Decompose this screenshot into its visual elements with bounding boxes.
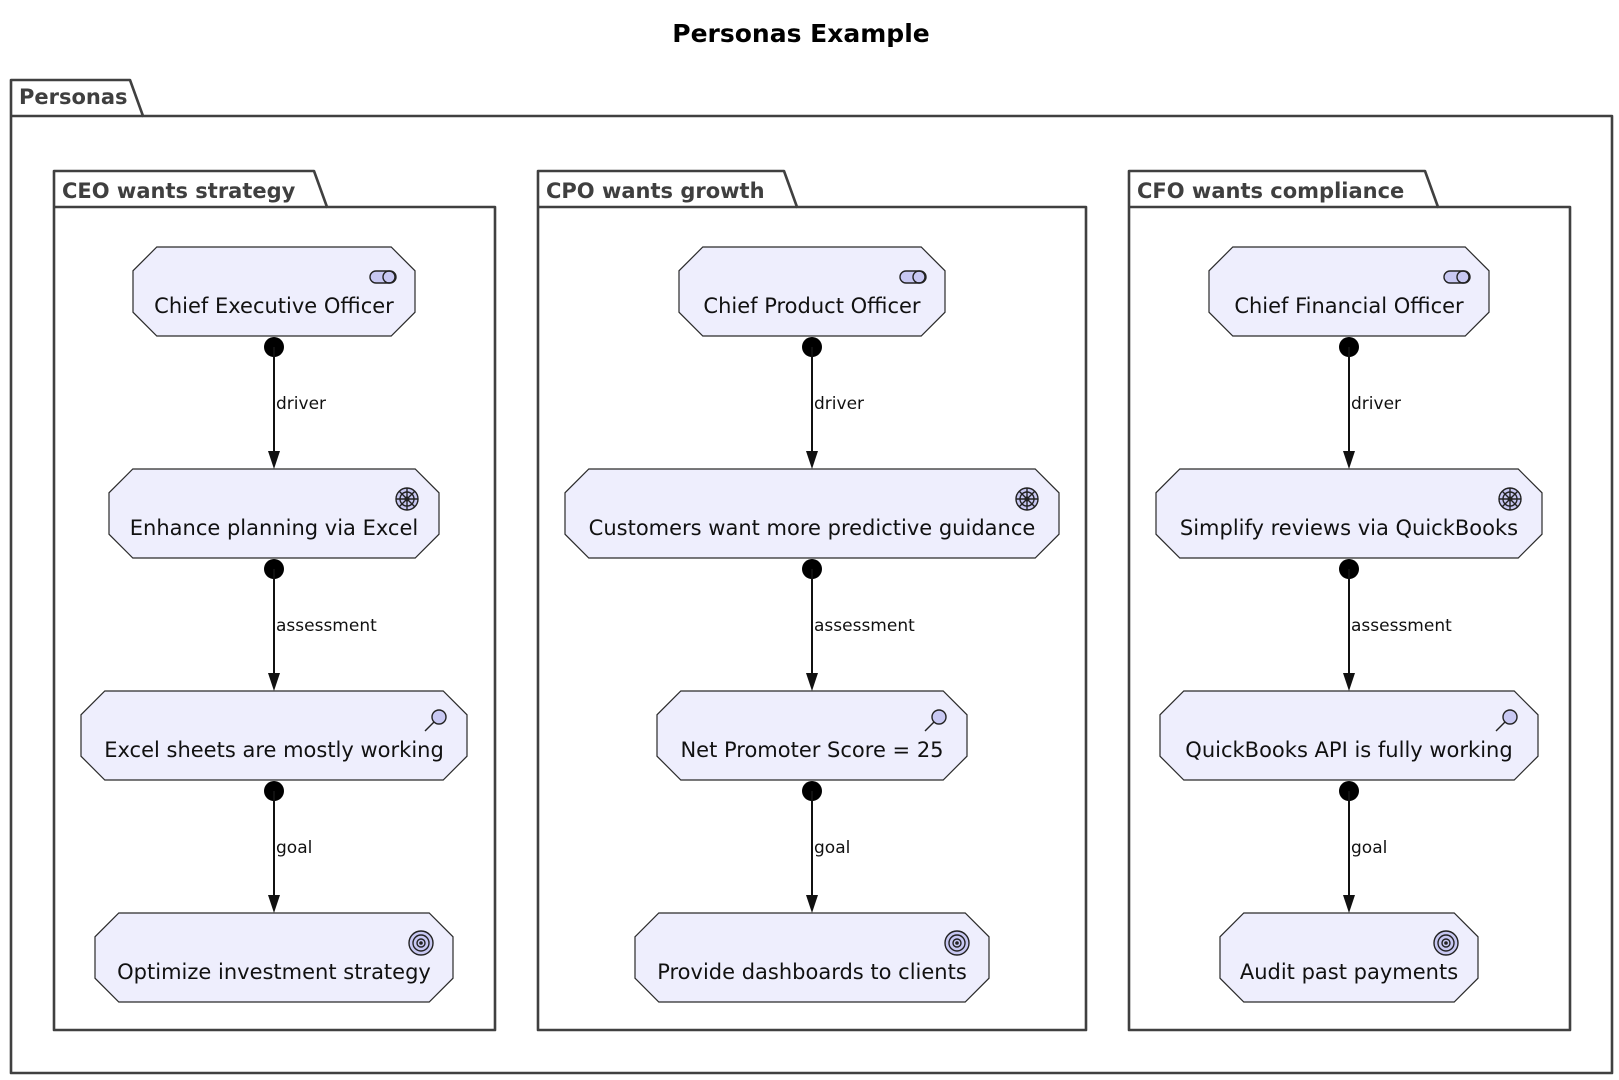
node-shape [1159, 690, 1539, 781]
node-shape [634, 912, 990, 1003]
node-label: Audit past payments [1240, 960, 1458, 984]
stakeholder-icon [1443, 270, 1471, 284]
edge-arrowhead [268, 673, 280, 691]
stakeholder-icon [899, 270, 927, 284]
edge-driver: driver [264, 337, 326, 469]
edge-assessment: assessment [1339, 559, 1452, 691]
node-label: Chief Financial Officer [1234, 294, 1464, 318]
node-label: Enhance planning via Excel [130, 516, 418, 540]
node-label: Provide dashboards to clients [657, 960, 967, 984]
edge-label: assessment [814, 616, 915, 636]
package-frame [1127, 169, 1572, 1032]
edge-label: goal [276, 838, 312, 858]
goal-icon [944, 930, 970, 956]
edge-arrowhead [268, 451, 280, 469]
edge-label: driver [1351, 394, 1401, 414]
node-shape [94, 912, 454, 1003]
edge-arrowhead [806, 673, 818, 691]
goal-icon [1433, 930, 1459, 956]
edge-label: assessment [276, 616, 377, 636]
node-label: Customers want more predictive guidance [589, 516, 1036, 540]
requirement-node: Enhance planning via Excel [108, 468, 440, 559]
requirement-node: Net Promoter Score = 25 [656, 690, 968, 781]
edge-assessment: assessment [802, 559, 915, 691]
requirement-node: Chief Financial Officer [1208, 246, 1490, 337]
outer-package-label: Personas [19, 85, 128, 109]
edge-label: driver [814, 394, 864, 414]
edge-arrowhead [806, 451, 818, 469]
driver-icon [395, 487, 419, 511]
edge-label: goal [1351, 838, 1387, 858]
node-label: Optimize investment strategy [117, 960, 431, 984]
node-shape [1208, 246, 1490, 337]
requirement-node: QuickBooks API is fully working [1159, 690, 1539, 781]
node-shape [1219, 912, 1479, 1003]
node-shape [656, 690, 968, 781]
package-frame [52, 169, 497, 1032]
edge-goal: goal [1339, 781, 1387, 913]
requirement-node: Audit past payments [1219, 912, 1479, 1003]
requirement-node: Provide dashboards to clients [634, 912, 990, 1003]
edge-driver: driver [1339, 337, 1401, 469]
edge-arrowhead [1343, 895, 1355, 913]
assessment-icon [1495, 709, 1518, 732]
node-shape [108, 468, 440, 559]
driver-icon [1015, 487, 1039, 511]
edge-label: assessment [1351, 616, 1452, 636]
package-label: CPO wants growth [546, 179, 765, 203]
package-frame [536, 169, 1088, 1032]
outer-package: Personas [9, 78, 1614, 1075]
node-label: Chief Product Officer [703, 294, 921, 318]
edge-arrowhead [1343, 673, 1355, 691]
requirement-node: Chief Product Officer [678, 246, 946, 337]
edge-arrowhead [268, 895, 280, 913]
node-label: Chief Executive Officer [154, 294, 394, 318]
node-shape [1155, 468, 1543, 559]
requirement-node: Customers want more predictive guidance [564, 468, 1060, 559]
edge-assessment: assessment [264, 559, 377, 691]
edge-label: goal [814, 838, 850, 858]
requirement-node: Excel sheets are mostly working [80, 690, 468, 781]
edge-driver: driver [802, 337, 864, 469]
node-label: Excel sheets are mostly working [104, 738, 444, 762]
requirement-node: Simplify reviews via QuickBooks [1155, 468, 1543, 559]
assessment-icon [924, 709, 947, 732]
node-label: Simplify reviews via QuickBooks [1180, 516, 1518, 540]
node-shape [564, 468, 1060, 559]
requirement-node: Optimize investment strategy [94, 912, 454, 1003]
diagram-title: Personas Example [672, 19, 929, 48]
edge-arrowhead [806, 895, 818, 913]
goal-icon [408, 930, 434, 956]
edge-goal: goal [264, 781, 312, 913]
edge-goal: goal [802, 781, 850, 913]
node-shape [132, 246, 416, 337]
edge-label: driver [276, 394, 326, 414]
node-shape [80, 690, 468, 781]
package-label: CFO wants compliance [1137, 179, 1404, 203]
node-label: QuickBooks API is fully working [1185, 738, 1512, 762]
driver-icon [1498, 487, 1522, 511]
edge-arrowhead [1343, 451, 1355, 469]
stakeholder-icon [369, 270, 397, 284]
node-label: Net Promoter Score = 25 [680, 738, 943, 762]
requirement-node: Chief Executive Officer [132, 246, 416, 337]
assessment-icon [424, 709, 447, 732]
node-shape [678, 246, 946, 337]
package-label: CEO wants strategy [62, 179, 296, 203]
